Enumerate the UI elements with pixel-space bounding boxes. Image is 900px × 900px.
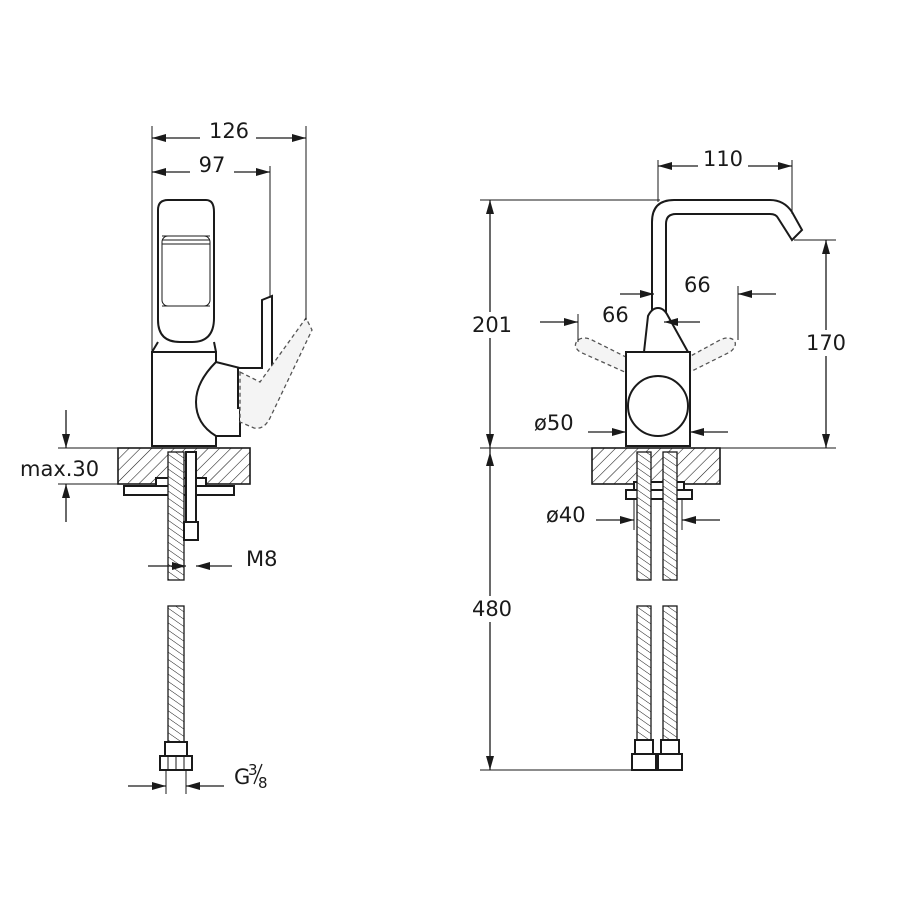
front-lever-hub — [627, 375, 689, 437]
front-nut-right — [657, 753, 683, 771]
side-hose-lower — [167, 605, 185, 743]
side-stud-thread-label: M8 — [246, 547, 277, 571]
side-deck-thickness-label: max.30 — [20, 457, 99, 481]
front-mount-nut — [633, 481, 685, 491]
front-nut-left — [631, 753, 657, 771]
side-spout — [157, 199, 215, 343]
front-spout-reach-label: 110 — [703, 147, 743, 171]
front-hose-left-upper — [636, 451, 652, 581]
side-view: 126 97 max.30 M8 G 3 8 — [20, 118, 313, 794]
front-hose-left-lower — [636, 605, 652, 741]
side-hose-connection-label: G — [234, 765, 250, 789]
side-hose-upper — [167, 451, 185, 581]
side-overall-width-label: 126 — [209, 119, 249, 143]
side-lever-ghost — [239, 316, 313, 429]
front-total-height-label: 201 — [472, 313, 512, 337]
front-countertop — [591, 447, 721, 485]
front-view: 110 201 170 66 66 ø5 — [468, 146, 850, 771]
front-body-diameter-label: ø50 — [534, 411, 574, 435]
side-lever-hub — [194, 360, 241, 437]
front-lever-left-label: 66 — [602, 303, 629, 327]
front-lever-right-label: 66 — [684, 273, 711, 297]
front-hose-length-label: 480 — [472, 597, 512, 621]
front-hole-diameter-label: ø40 — [546, 503, 586, 527]
side-stud — [185, 451, 197, 533]
side-tap-body — [151, 351, 217, 447]
side-hose-fraction-num: 3 — [248, 761, 258, 779]
front-body-neck — [642, 306, 690, 353]
side-hose-fraction-den: 8 — [258, 774, 268, 792]
front-spout-height-label: 170 — [806, 331, 846, 355]
front-hose-right-upper — [662, 451, 678, 581]
front-hose-right-lower — [662, 605, 678, 741]
side-body-width-label: 97 — [199, 153, 226, 177]
front-connector-left — [634, 739, 654, 755]
side-stud-nut — [183, 521, 199, 541]
front-spout — [651, 199, 804, 313]
front-mount-plate — [625, 489, 693, 500]
side-hose-connector — [164, 741, 188, 757]
front-connector-right — [660, 739, 680, 755]
